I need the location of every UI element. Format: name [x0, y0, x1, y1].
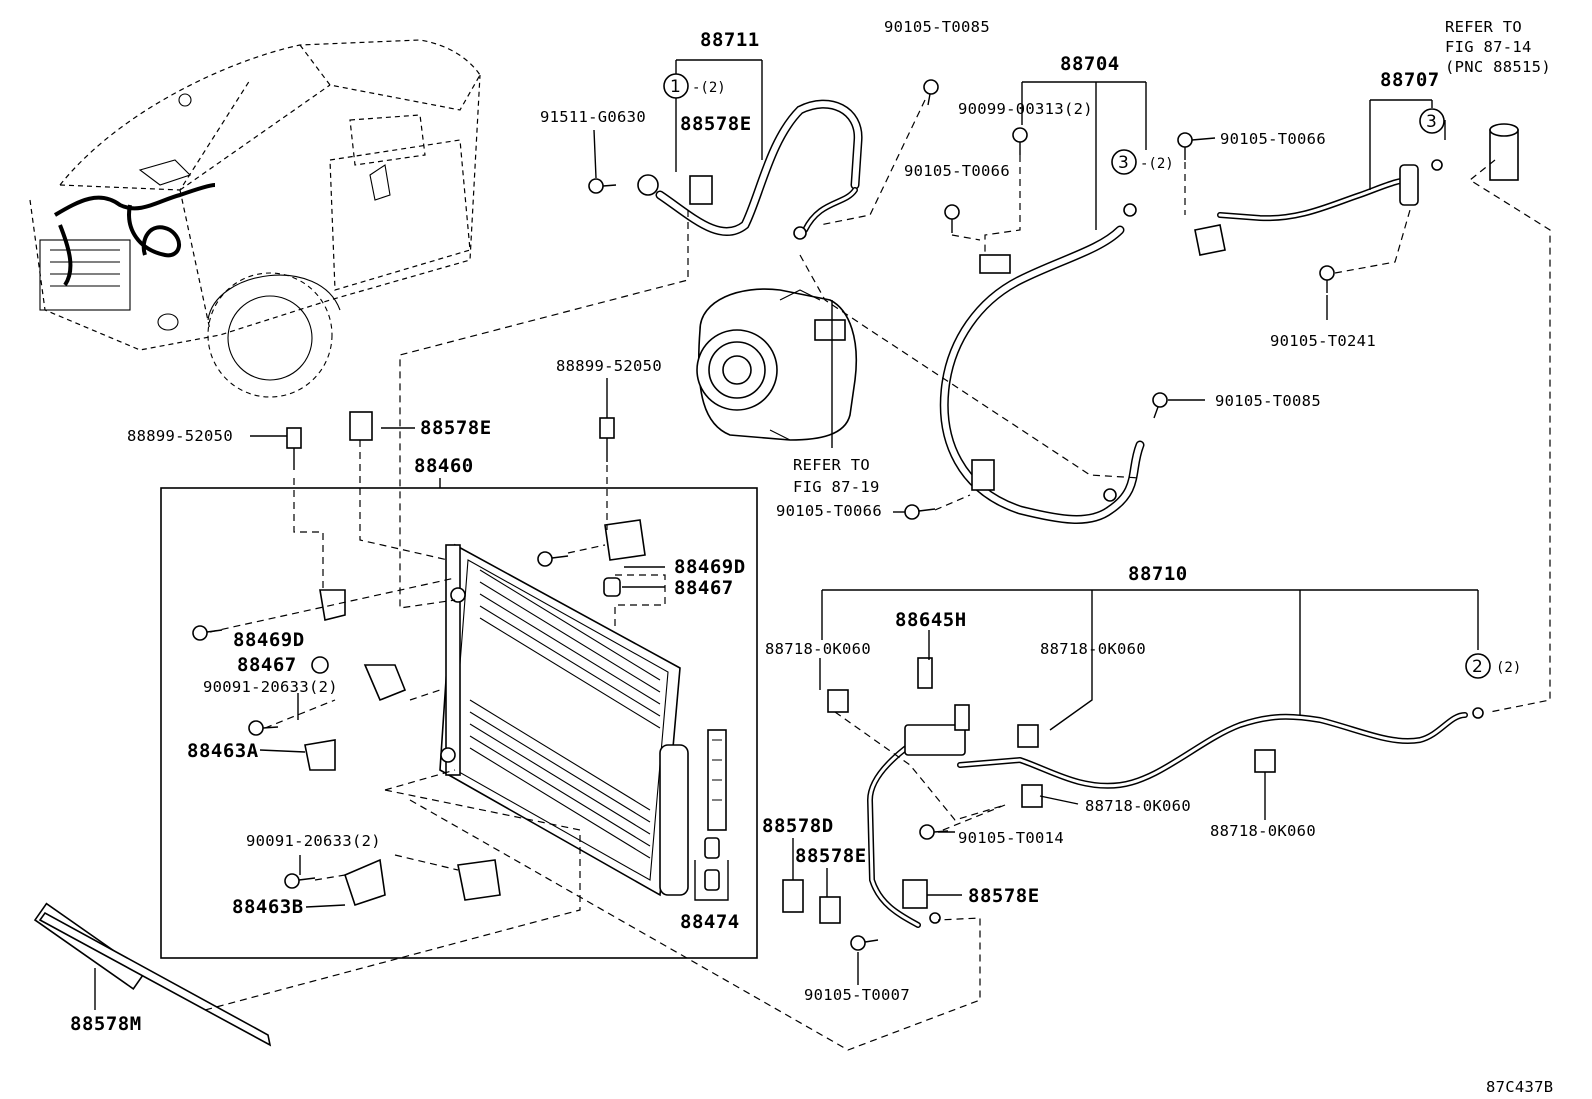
- label-88578D: 88578D: [762, 815, 834, 837]
- dashed-leaders: [204, 99, 1551, 1051]
- label-90105-T0085-mid: 90105-T0085: [1215, 392, 1321, 410]
- hose-88704: [939, 203, 1145, 524]
- label-88578E-hose: 88578E: [680, 113, 752, 135]
- refer-fig-87-14-line3: (PNC 88515): [1445, 58, 1551, 76]
- label-90105-T0007: 90105-T0007: [804, 986, 910, 1004]
- pipe-88707: [1194, 123, 1519, 256]
- label-88578M: 88578M: [70, 1013, 142, 1035]
- condenser-core: [439, 543, 727, 897]
- label-90091-20633-upper: 90091-20633(2): [203, 678, 338, 696]
- label-88467-left: 88467: [237, 654, 297, 676]
- refer-fig-87-14-line1: REFER TO: [1445, 18, 1522, 36]
- label-88469D-right: 88469D: [674, 556, 746, 578]
- part-labels: 88711 88704 88707 88710 88460 88474 8857…: [70, 18, 1553, 1096]
- label-88578E-condenser: 88578E: [420, 417, 492, 439]
- pipe-88710: [782, 657, 1484, 928]
- label-90105-T0066-c: 90105-T0066: [776, 502, 882, 520]
- circled-callouts: [663, 73, 1491, 679]
- label-88469D-left: 88469D: [233, 629, 305, 651]
- label-88718-0K060-c: 88718-0K060: [1085, 797, 1191, 815]
- callout-2-number: 2: [1472, 657, 1483, 677]
- label-88474: 88474: [680, 911, 740, 933]
- condenser-group-box: [160, 478, 758, 959]
- label-88704: 88704: [1060, 53, 1120, 75]
- label-88711: 88711: [700, 29, 760, 51]
- bolts: [192, 79, 1335, 951]
- label-88899-52050-left: 88899-52050: [127, 427, 233, 445]
- label-88463B: 88463B: [232, 896, 304, 918]
- label-90105-T0085-top: 90105-T0085: [884, 18, 990, 36]
- callout-2-qty: (2): [1496, 660, 1521, 676]
- label-88710: 88710: [1128, 563, 1188, 585]
- diagram-id: 87C437B: [1486, 1078, 1553, 1096]
- label-90105-T0241: 90105-T0241: [1270, 332, 1376, 350]
- label-88463A: 88463A: [187, 740, 259, 762]
- label-88899-52050-right: 88899-52050: [556, 357, 662, 375]
- label-90091-20633-lower: 90091-20633(2): [246, 832, 381, 850]
- callout-1-qty: -(2): [692, 80, 726, 96]
- callout-3-number-b: 3: [1426, 112, 1437, 132]
- label-90099-00313: 90099-00313(2): [958, 100, 1093, 118]
- label-90105-T0066-a: 90105-T0066: [1220, 130, 1326, 148]
- label-88718-0K060-d: 88718-0K060: [1210, 822, 1316, 840]
- refer-fig-87-14-line2: FIG 87-14: [1445, 38, 1532, 56]
- label-88645H: 88645H: [895, 609, 967, 631]
- label-88460: 88460: [414, 455, 474, 477]
- callout-3-number-a: 3: [1118, 153, 1129, 173]
- vehicle-illustration: [29, 39, 481, 398]
- compressor: [696, 288, 858, 441]
- hose-88711: [637, 99, 863, 240]
- label-88578E-pipe-left: 88578E: [795, 845, 867, 867]
- label-90105-T0066-b: 90105-T0066: [904, 162, 1010, 180]
- label-88718-0K060-a: 88718-0K060: [765, 640, 871, 658]
- label-88578E-pipe-right: 88578E: [968, 885, 1040, 907]
- label-88718-0K060-b: 88718-0K060: [1040, 640, 1146, 658]
- label-88467-right: 88467: [674, 577, 734, 599]
- condenser-brackets: [33, 411, 720, 1047]
- label-91511-G0630: 91511-G0630: [540, 108, 646, 126]
- callout-1-number: 1: [670, 77, 681, 97]
- refer-fig-87-19-line2: FIG 87-19: [793, 478, 880, 496]
- refer-fig-87-19-line1: REFER TO: [793, 456, 870, 474]
- leader-lines: [94, 59, 1479, 1010]
- callout-3-qty: -(2): [1140, 156, 1174, 172]
- label-88707: 88707: [1380, 69, 1440, 91]
- label-90105-T0014: 90105-T0014: [958, 829, 1064, 847]
